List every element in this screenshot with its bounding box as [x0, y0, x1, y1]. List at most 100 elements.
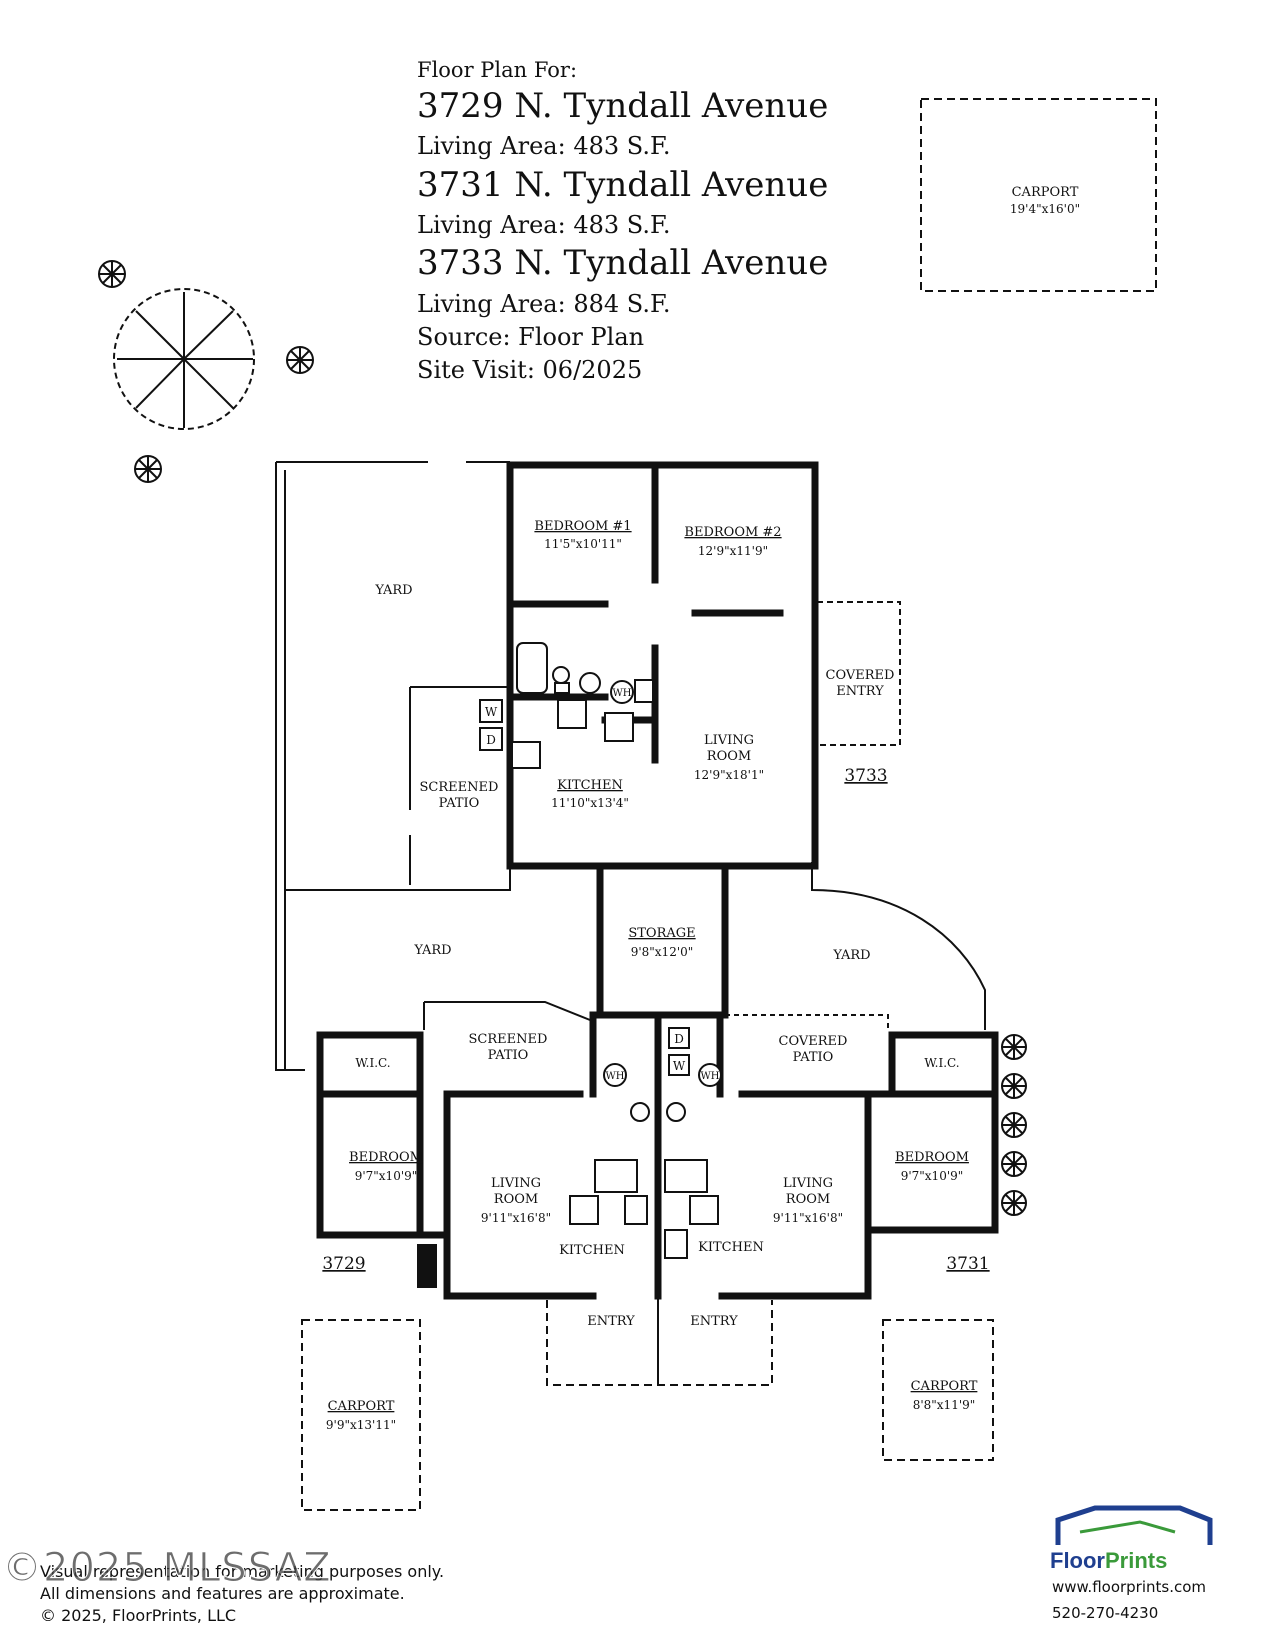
carport-top-outline [920, 98, 1157, 292]
water-heater-3729-icon [603, 1063, 627, 1087]
shrub-row-icon [1001, 1034, 1027, 1216]
covered-patio-line1: COVERED [779, 1034, 848, 1049]
yard-outline [275, 461, 986, 1071]
storage-label: STORAGE [628, 926, 695, 941]
units-3729-3731-walls [316, 1011, 999, 1300]
water-heater-3733-label: WH [613, 688, 632, 699]
storage-dim: 9'8"x12'0" [631, 945, 694, 959]
living-3733-line2: ROOM [707, 749, 751, 764]
floorprints-logo-text: FloorPrints [1050, 1548, 1167, 1574]
kitchen-right-label: KITCHEN [698, 1240, 764, 1255]
bedroom-left-dim: 9'7"x10'9" [355, 1169, 418, 1183]
fixtures [417, 642, 722, 1288]
header-intro: Floor Plan For: [417, 58, 578, 82]
covered-entry-line1: COVERED [826, 668, 895, 683]
carport-left-dim: 9'9"x13'11" [326, 1418, 396, 1432]
water-heater-3731-icon [698, 1063, 722, 1087]
toilet-icon [552, 666, 570, 684]
dryer-yard-label: D [486, 733, 496, 747]
bedroom-right-dim: 9'7"x10'9" [901, 1169, 964, 1183]
unit-3733-walls [506, 461, 819, 1019]
bedroom1-label: BEDROOM #1 [534, 519, 631, 534]
living-3733-dim: 12'9"x18'1" [694, 768, 764, 782]
carport-top-dim: 19'4"x16'0" [1010, 202, 1080, 216]
source-line: Source: Floor Plan [417, 323, 645, 351]
yard-top-label: YARD [374, 583, 412, 598]
address-3731: 3731 N. Tyndall Avenue [417, 165, 829, 205]
yard-right-label: YARD [832, 948, 870, 963]
disclaimer-line2: All dimensions and features are approxim… [40, 1584, 405, 1603]
shower-3729-icon [594, 1159, 638, 1193]
water-heater-3733-icon [610, 680, 634, 704]
floorprints-logo-icon [1055, 1505, 1213, 1545]
phone-number: 520-270-4230 [1052, 1604, 1159, 1622]
washer-yard-label: W [485, 705, 498, 719]
living-area-3733: Living Area: 884 S.F. [417, 290, 671, 318]
covered-entry-line2: ENTRY [836, 684, 884, 699]
entry-left-label: ENTRY [587, 1314, 635, 1329]
website-link[interactable]: www.floorprints.com [1052, 1578, 1207, 1596]
kitchen-3733-dim: 11'10"x13'4" [551, 796, 629, 810]
carport-right-label: CARPORT [911, 1379, 978, 1394]
screened-patio-top-outline [409, 601, 901, 885]
washer-3731-icon [668, 1054, 690, 1076]
kitchen-left-label: KITCHEN [559, 1243, 625, 1258]
carport-top-label: CARPORT [1012, 185, 1079, 200]
living-right-dim: 9'11"x16'8" [773, 1211, 843, 1225]
mls-watermark: ©2025 MLSSAZ [2, 1545, 332, 1592]
washer-3733-icon [634, 679, 654, 703]
tree-large-icon [113, 288, 255, 430]
logo-prints-text: Prints [1105, 1548, 1168, 1573]
screened-patio-top-line1: SCREENED [420, 780, 499, 795]
living-area-3731: Living Area: 483 S.F. [417, 211, 671, 239]
shower-3731-icon [664, 1159, 708, 1193]
unit-3731-label: 3731 [946, 1254, 989, 1274]
dryer-3731-label: D [674, 1032, 684, 1046]
logo-floor-text: Floor [1050, 1548, 1105, 1573]
bedroom2-dim: 12'9"x11'9" [698, 544, 768, 558]
toilet-3729-icon [630, 1102, 650, 1122]
dryer-3731-icon [668, 1027, 690, 1049]
yard-left-label: YARD [413, 943, 451, 958]
copyright-line: © 2025, FloorPrints, LLC [40, 1606, 237, 1625]
unit-3733-label: 3733 [844, 766, 887, 786]
toilet-3731-icon [666, 1102, 686, 1122]
sink-3731-icon [664, 1229, 688, 1259]
sink-icon [579, 672, 601, 694]
screened-patio-top-line2: PATIO [439, 796, 480, 811]
stove-3729-icon [569, 1195, 599, 1225]
entry-right-label: ENTRY [690, 1314, 738, 1329]
water-heater-3731-label: WH [701, 1071, 720, 1082]
wic-right-label: W.I.C. [924, 1056, 959, 1070]
living-area-3729: Living Area: 483 S.F. [417, 132, 671, 160]
living-right-line1: LIVING [783, 1176, 833, 1191]
washer-3731-label: W [673, 1059, 686, 1073]
disclaimer-line1: Visual representation for marketing purp… [40, 1562, 445, 1581]
address-3733: 3733 N. Tyndall Avenue [417, 243, 829, 283]
wic-left-label: W.I.C. [355, 1056, 390, 1070]
dryer-yard-icon [479, 727, 503, 751]
washer-yard-icon [479, 699, 503, 723]
bathtub-icon [516, 642, 548, 694]
stove-3731-icon [689, 1195, 719, 1225]
living-right-line2: ROOM [786, 1192, 830, 1207]
bedroom1-dim: 11'5"x10'11" [544, 537, 622, 551]
carport-left-label: CARPORT [328, 1399, 395, 1414]
unit-3729-label: 3729 [322, 1254, 365, 1274]
kitchen-3733-label: KITCHEN [557, 778, 623, 793]
carport-right-dim: 8'8"x11'9" [913, 1398, 976, 1412]
living-3733-line1: LIVING [704, 733, 754, 748]
address-3729: 3729 N. Tyndall Avenue [417, 86, 829, 126]
sink-3729-icon [624, 1195, 648, 1225]
covered-patio-line2: PATIO [793, 1050, 834, 1065]
fridge-3733-icon [604, 712, 634, 742]
tree-small-icon [98, 260, 314, 483]
stove-3733-icon [557, 699, 587, 729]
carports-bottom-outline [301, 1300, 994, 1511]
bedroom-right-label: BEDROOM [895, 1150, 969, 1165]
bedroom-left-label: BEDROOM [349, 1150, 423, 1165]
bedroom2-label: BEDROOM #2 [684, 525, 781, 540]
living-left-line1: LIVING [491, 1176, 541, 1191]
water-heater-3729-label: WH [606, 1071, 625, 1082]
